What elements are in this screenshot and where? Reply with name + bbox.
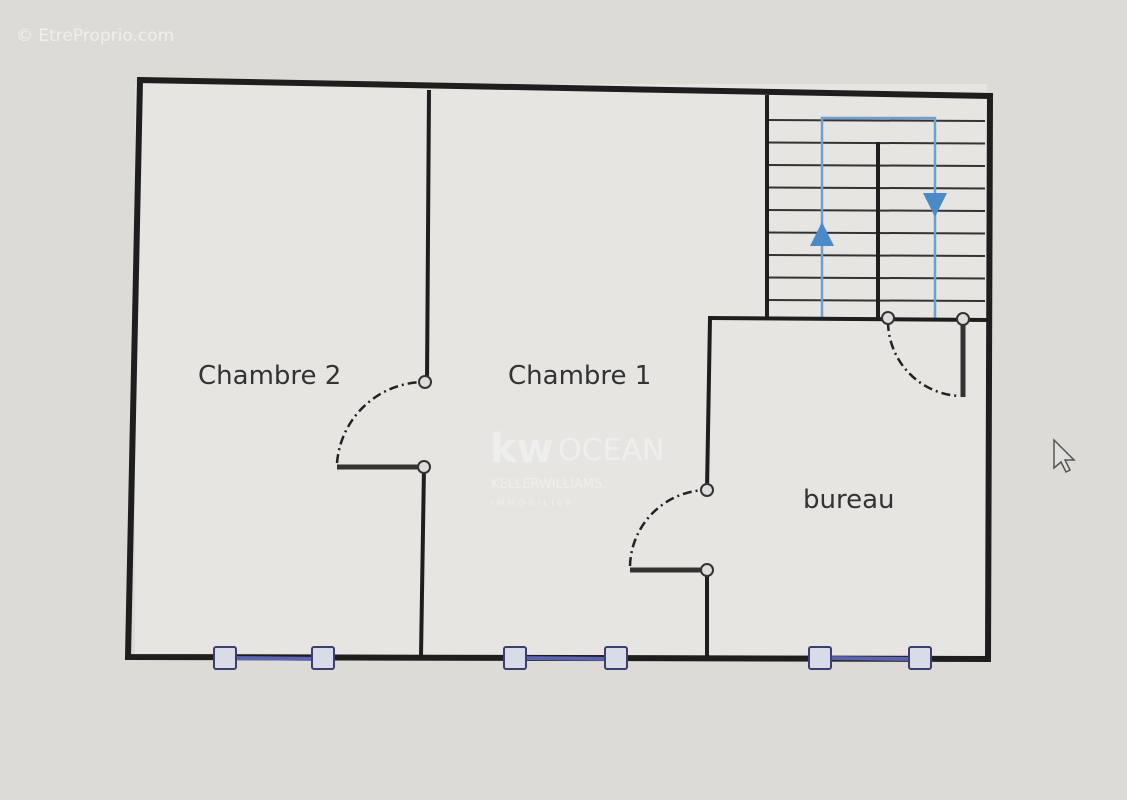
logo-brand: kw bbox=[490, 426, 554, 472]
window bbox=[503, 646, 628, 670]
watermark: © EtreProprio.com bbox=[16, 26, 174, 46]
room-label-chambre-1: Chambre 1 bbox=[508, 361, 651, 391]
logo-name: OCEAN bbox=[558, 433, 664, 468]
window bbox=[808, 646, 932, 670]
logo-line3: IMMOBILIER bbox=[491, 499, 575, 509]
stair-path bbox=[820, 116, 937, 318]
mouse-cursor-icon bbox=[1053, 438, 1076, 474]
windows bbox=[213, 646, 932, 670]
stair-up-arrow-icon bbox=[810, 222, 834, 246]
logo-line2: KELLERWILLIAMS. bbox=[491, 477, 606, 492]
room-label-bureau: bureau bbox=[803, 485, 895, 515]
stair-down-arrow-icon bbox=[923, 193, 947, 217]
wall bbox=[419, 466, 426, 657]
door-bureau bbox=[628, 483, 714, 577]
wall bbox=[707, 316, 989, 322]
stair-step bbox=[766, 119, 986, 122]
wall bbox=[705, 317, 712, 491]
staircase bbox=[765, 95, 986, 318]
room-label-chambre-2: Chambre 2 bbox=[198, 361, 341, 391]
wall bbox=[425, 89, 431, 383]
floor-area bbox=[135, 84, 987, 658]
kw-ocean-logo: kw OCEAN KELLERWILLIAMS. IMMOBILIER bbox=[490, 426, 664, 509]
outer-wall bbox=[124, 76, 994, 663]
door-stairs bbox=[881, 311, 970, 398]
window bbox=[213, 646, 335, 670]
door-chambre-2 bbox=[335, 375, 432, 474]
